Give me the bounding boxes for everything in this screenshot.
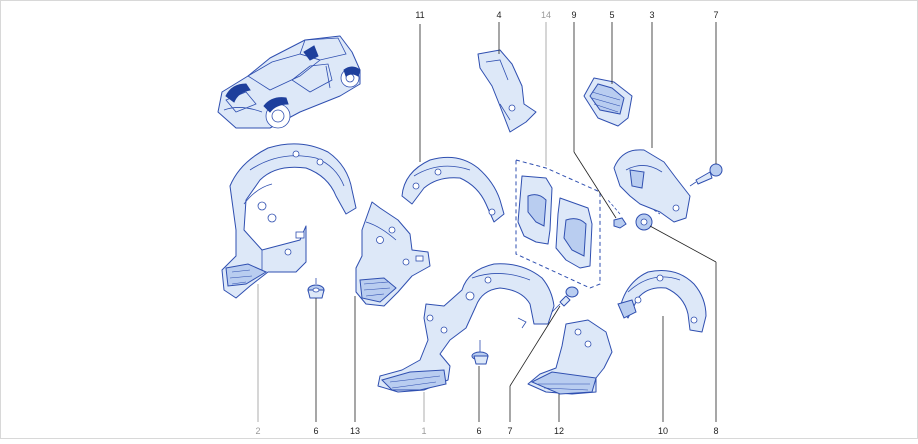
part-11-arch-liner-upper (401, 156, 505, 223)
part-13-rear-wheel-arch-liner (355, 201, 431, 307)
car-overview (217, 35, 361, 129)
leader-9b (573, 151, 617, 219)
callout-3: 3 (649, 10, 654, 20)
callout-7-top: 7 (713, 10, 718, 20)
part-6-clip-middle (471, 340, 489, 365)
callout-11: 11 (415, 10, 424, 20)
callout-14: 14 (541, 10, 551, 20)
part-5-vent-grille (583, 77, 633, 127)
part-3-rear-bracket (613, 149, 691, 223)
callout-9: 9 (571, 10, 576, 20)
callout-5: 5 (609, 10, 614, 20)
part-14-mud-flaps (515, 159, 601, 289)
part-7-screw-top (689, 163, 723, 187)
part-9-nut (607, 199, 627, 229)
callout-2: 2 (255, 426, 260, 436)
callout-12: 12 (554, 426, 564, 436)
callout-1: 1 (421, 426, 426, 436)
part-8-grommet (635, 213, 653, 231)
callout-6-mid: 6 (476, 426, 481, 436)
callout-7-bottom: 7 (507, 426, 512, 436)
part-7-screw-middle (551, 286, 579, 313)
part-1-front-liner-lower (377, 263, 555, 393)
part-12-rear-mud-guard (527, 319, 613, 395)
callout-4: 4 (496, 10, 501, 20)
callout-8: 8 (713, 426, 718, 436)
leader-7-bottom-b (509, 305, 561, 387)
part-10-rear-arch-liner (617, 270, 707, 333)
callout-6-left: 6 (313, 426, 318, 436)
callout-10: 10 (658, 426, 668, 436)
callout-13: 13 (350, 426, 360, 436)
part-4-bracket (477, 49, 537, 133)
part-6-clip-left (307, 278, 325, 299)
leader-8-b (649, 225, 717, 263)
part-2-front-wheel-arch-liner (221, 143, 357, 299)
